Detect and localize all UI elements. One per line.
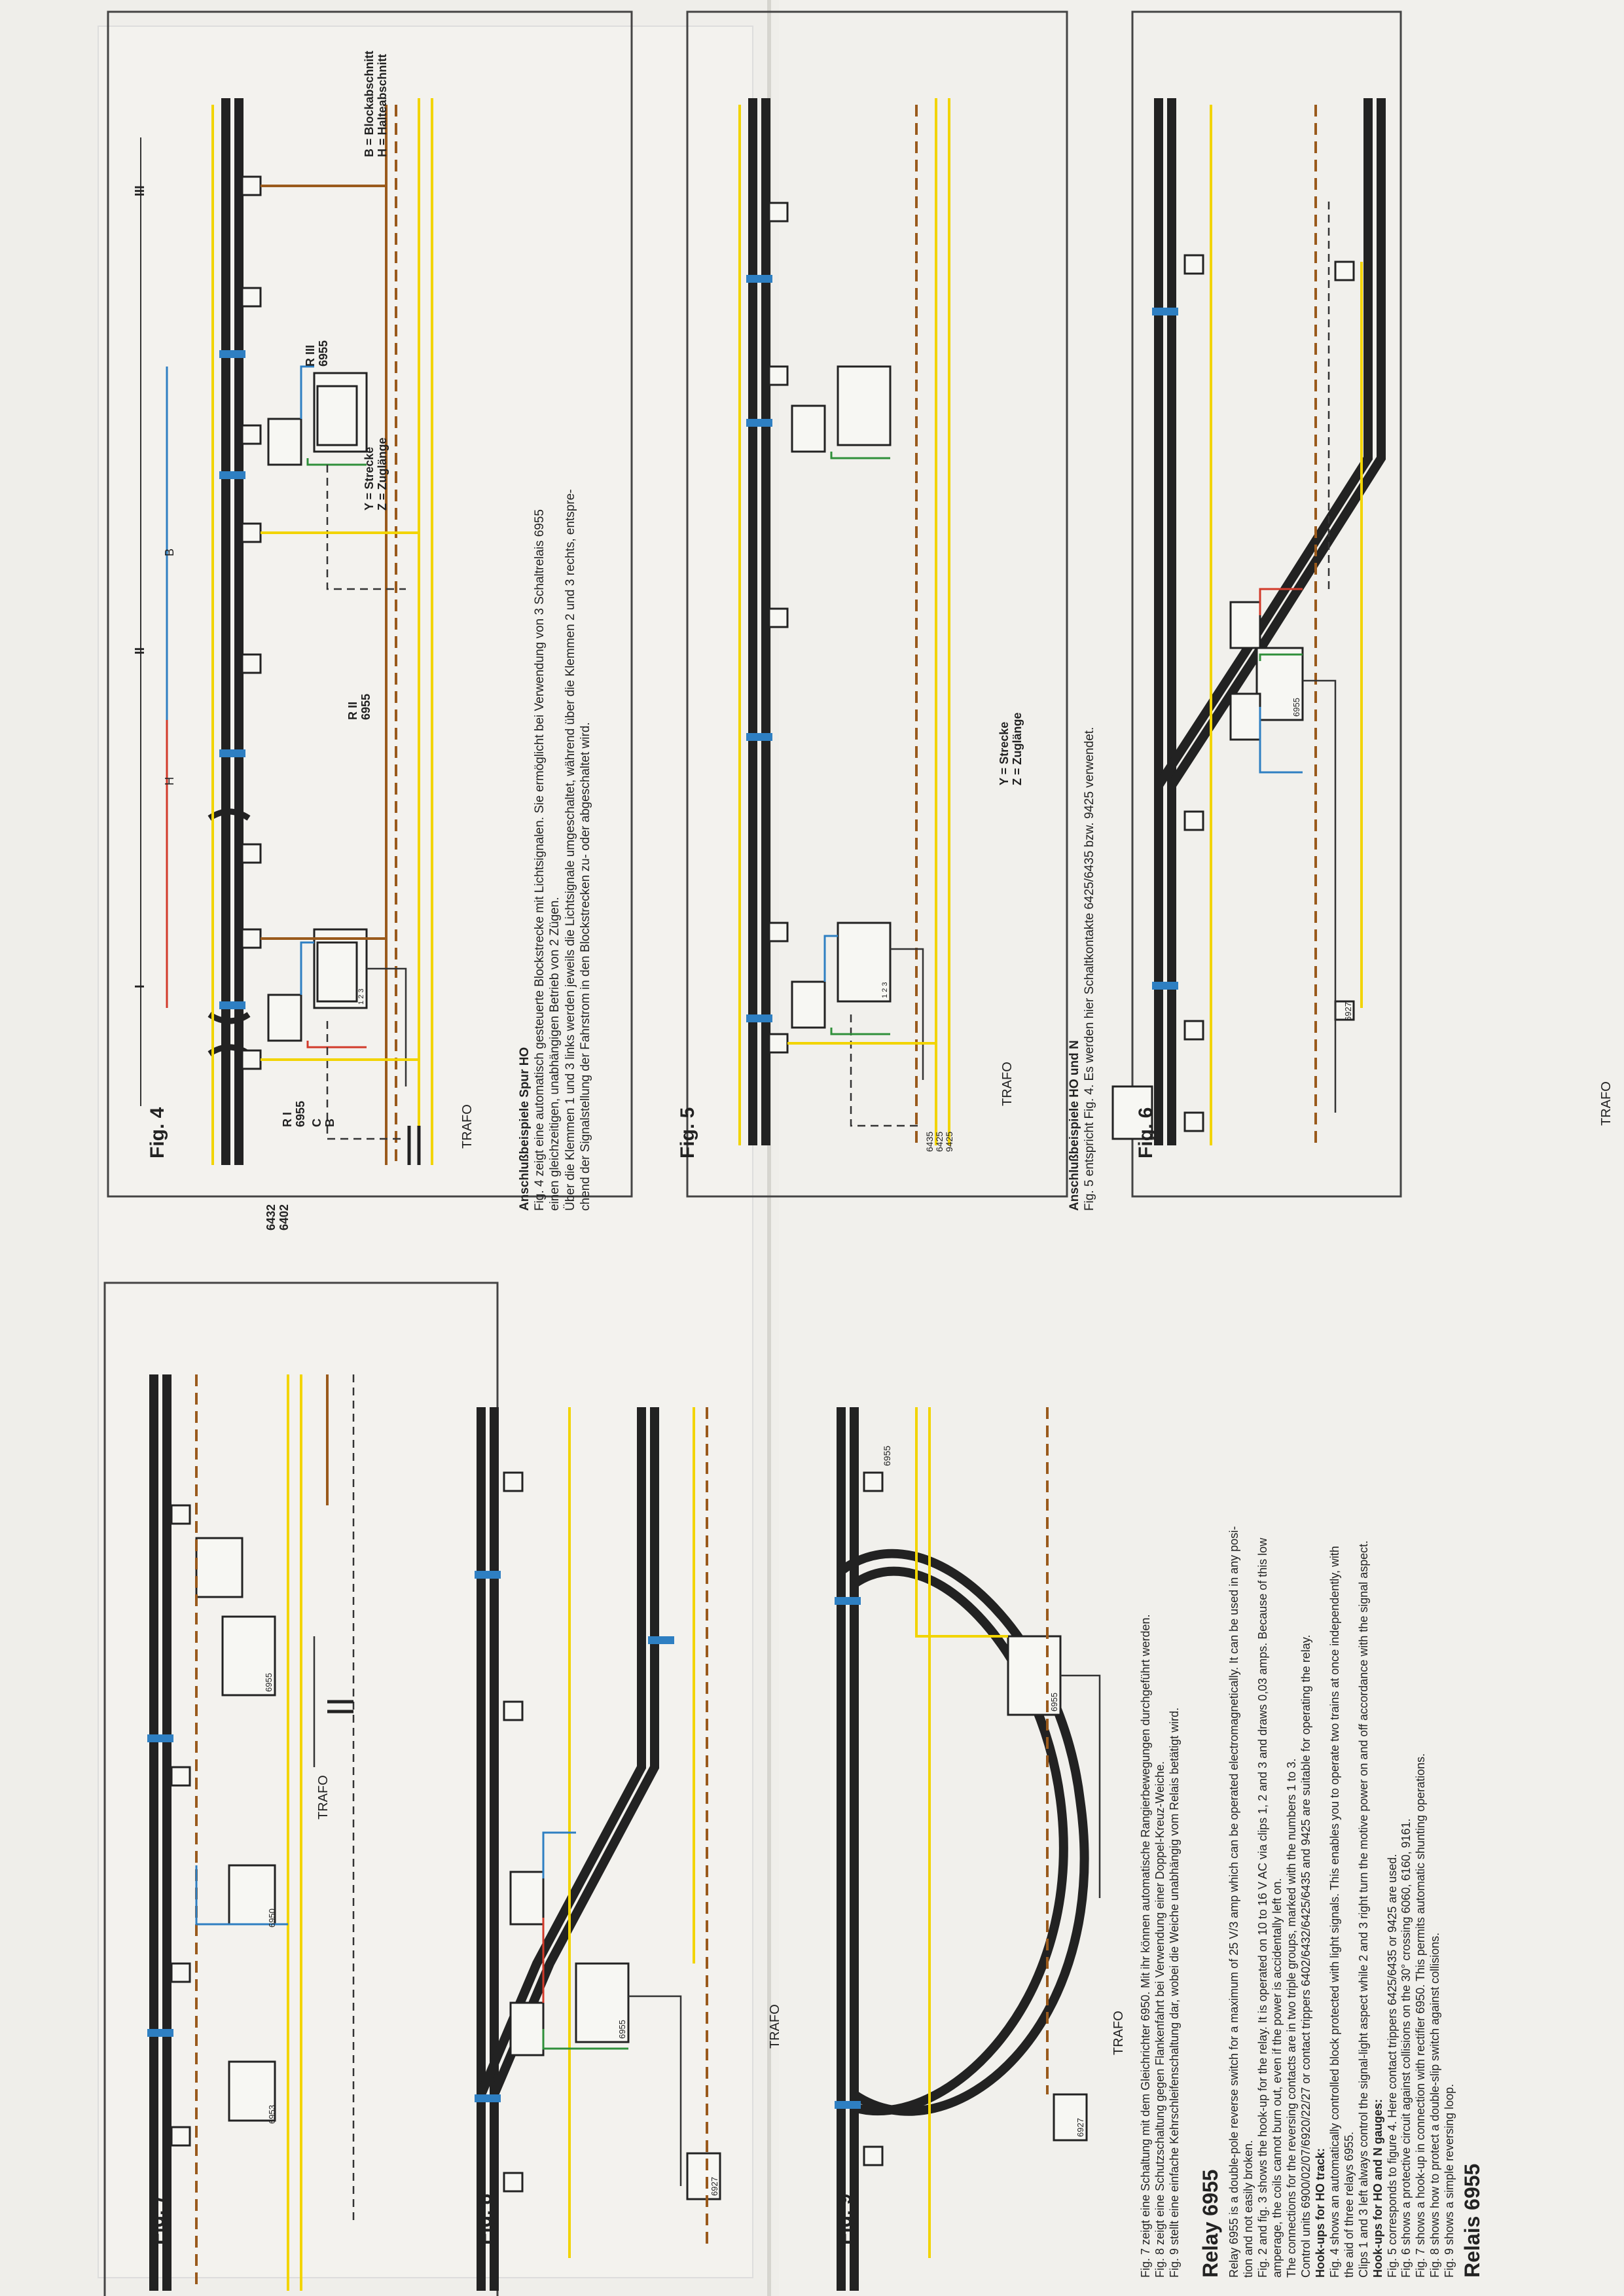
legend-z: Z = Zuglänge <box>376 437 389 511</box>
fig5-title: Anschlußbeispiele HO und N <box>1068 1040 1081 1211</box>
legend-y: Y = Strecke <box>998 722 1011 785</box>
h-label: H <box>163 777 176 785</box>
fig9-label: Fig. 9 <box>834 2194 856 2245</box>
relay-title: Relay 6955 <box>1199 2169 1222 2278</box>
relay-line: Fig. 5 corresponds to figure 4. Here con… <box>1385 1854 1399 2278</box>
rii-label: R II <box>346 702 359 720</box>
fig4-body-line: einen gleichzeitigen, unabhängigen Betri… <box>548 897 562 1211</box>
fig4-body-line: chend der Signalstellung der Fahrstrom i… <box>578 722 592 1211</box>
figure-8 <box>475 1407 721 2291</box>
code-label: 6955 <box>617 2020 627 2039</box>
relay-line: Control units 6900/02/07/6920/22/27 or c… <box>1299 1634 1312 2278</box>
fig5-label: Fig. 5 <box>677 1107 698 1158</box>
code-label: 6927 <box>1343 1002 1353 1021</box>
english-relay-text: Relay 6955 Relay 6955 is a double-pole r… <box>1198 1374 1457 2278</box>
fig789-line: Fig. 9 stellt eine einfache Kehrschleife… <box>1167 1707 1181 2278</box>
figure-9 <box>835 1407 1101 2291</box>
german-fig4-text: Anschlußbeispiele Spur HO Fig. 4 zeigt e… <box>517 20 593 1211</box>
relay-line: Hook-ups for HO track: <box>1313 2147 1327 2278</box>
legend-y: Y = Strecke <box>363 447 376 511</box>
relay-line: Fig. 7 shows a hook-up in connection wit… <box>1414 1753 1428 2278</box>
trafo-label: TRAFO <box>1000 1062 1015 1106</box>
relay-line: Fig. 4 shows an automatically controlled… <box>1327 1546 1341 2278</box>
trafo-label: TRAFO <box>1111 2011 1126 2055</box>
ri-label: R I <box>281 1112 294 1127</box>
code-label: 6927 <box>1075 2118 1085 2137</box>
relay-line: the aid of three relays 6955. <box>1342 2131 1356 2278</box>
code-label: 6402 <box>278 1204 291 1230</box>
relay-line: Hook-ups for HO and N gauges: <box>1371 2098 1384 2278</box>
relay-line: Relay 6955 is a double-pole reverse swit… <box>1227 1526 1241 2278</box>
relay-line: Clips 1 and 3 left always control the si… <box>1356 1540 1370 2278</box>
legend-z: Z = Zuglänge <box>1011 712 1024 785</box>
fig4-body-line: Über die Klemmen 1 und 3 links werden je… <box>563 489 577 1211</box>
relay-line: tion and not easily broken. <box>1241 2140 1255 2278</box>
code-label: 6955 <box>882 1446 892 1466</box>
relay-line: The connections for the reversing contac… <box>1284 1758 1298 2278</box>
code-label: 9425 <box>944 1132 954 1152</box>
code-label: 6425 <box>934 1132 945 1152</box>
b-section-label: B <box>163 548 176 556</box>
code-label: 6955 <box>317 340 330 367</box>
code-label: 6927 <box>710 2177 719 2196</box>
c-label: C <box>310 1119 323 1127</box>
relay-line: Fig. 6 shows a protective circuit agains… <box>1399 1818 1413 2278</box>
figure-5 <box>686 10 1068 1198</box>
trafo-label: TRAFO <box>768 2004 782 2049</box>
relay-line: amperage, the coils cannot burn out, eve… <box>1270 1878 1284 2278</box>
code-label: 6955 <box>294 1101 307 1127</box>
fig7-label: Fig. 7 <box>147 2194 168 2245</box>
b-label: B <box>323 1119 336 1127</box>
relay-line: Fig. 2 and fig. 3 shows the hook-up for … <box>1255 1537 1269 2278</box>
code-label: 6432 <box>264 1204 278 1230</box>
code-label: 6955 <box>1291 698 1301 717</box>
relay-line: Fig. 8 shows how to protect a double-sli… <box>1428 1932 1442 2278</box>
section-label: I <box>133 984 147 988</box>
code-label: 6435 <box>924 1132 935 1152</box>
trafo-label: TRAFO <box>460 1104 475 1149</box>
relay-line: Fig. 9 shows a simple reversing loop. <box>1443 2083 1456 2278</box>
fig4-body-line: Fig. 4 zeigt eine automatisch gesteuerte… <box>533 509 547 1211</box>
code-label: 6955 <box>1049 1693 1059 1712</box>
code-label: 6953 <box>267 2105 277 2124</box>
section-label: III <box>133 185 147 196</box>
german-fig5-text: Anschlußbeispiele HO und N Fig. 5 entspr… <box>1067 20 1097 1211</box>
clips-label: 1 2 3 <box>881 982 889 998</box>
code-label: 6955 <box>264 1673 274 1692</box>
relais-title-block: Relais 6955 <box>1460 1885 1485 2278</box>
figure-4 <box>107 10 633 1198</box>
figure-6 <box>1111 10 1402 1198</box>
riii-label: R III <box>304 345 317 367</box>
fig5-body: Fig. 5 entspricht Fig. 4. Es werden hier… <box>1083 726 1097 1211</box>
fig6-label: Fig. 6 <box>1135 1107 1157 1158</box>
fig8-label: Fig. 8 <box>474 2194 496 2245</box>
trafo-label: TRAFO <box>316 1775 331 1820</box>
legend-b: B = Blockabschnitt <box>363 50 376 157</box>
clips-label: 1 2 3 <box>357 989 365 1005</box>
fig4-title: Anschlußbeispiele Spur HO <box>518 1047 532 1211</box>
german-fig789-text: Fig. 7 zeigt eine Schaltung mit dem Glei… <box>1139 1374 1182 2278</box>
trafo-label: TRAFO <box>1599 1081 1614 1126</box>
fig789-line: Fig. 8 zeigt eine Schutzschaltung gegen … <box>1153 1761 1166 2278</box>
section-label: II <box>133 647 147 655</box>
legend-h: H = Halteabschnitt <box>376 54 389 157</box>
fig789-line: Fig. 7 zeigt eine Schaltung mit dem Glei… <box>1139 1614 1152 2278</box>
code-label: 6950 <box>267 1909 277 1928</box>
relais-title: Relais 6955 <box>1460 2163 1484 2278</box>
fig4-label: Fig. 4 <box>147 1107 168 1158</box>
code-label: 6955 <box>359 694 372 720</box>
